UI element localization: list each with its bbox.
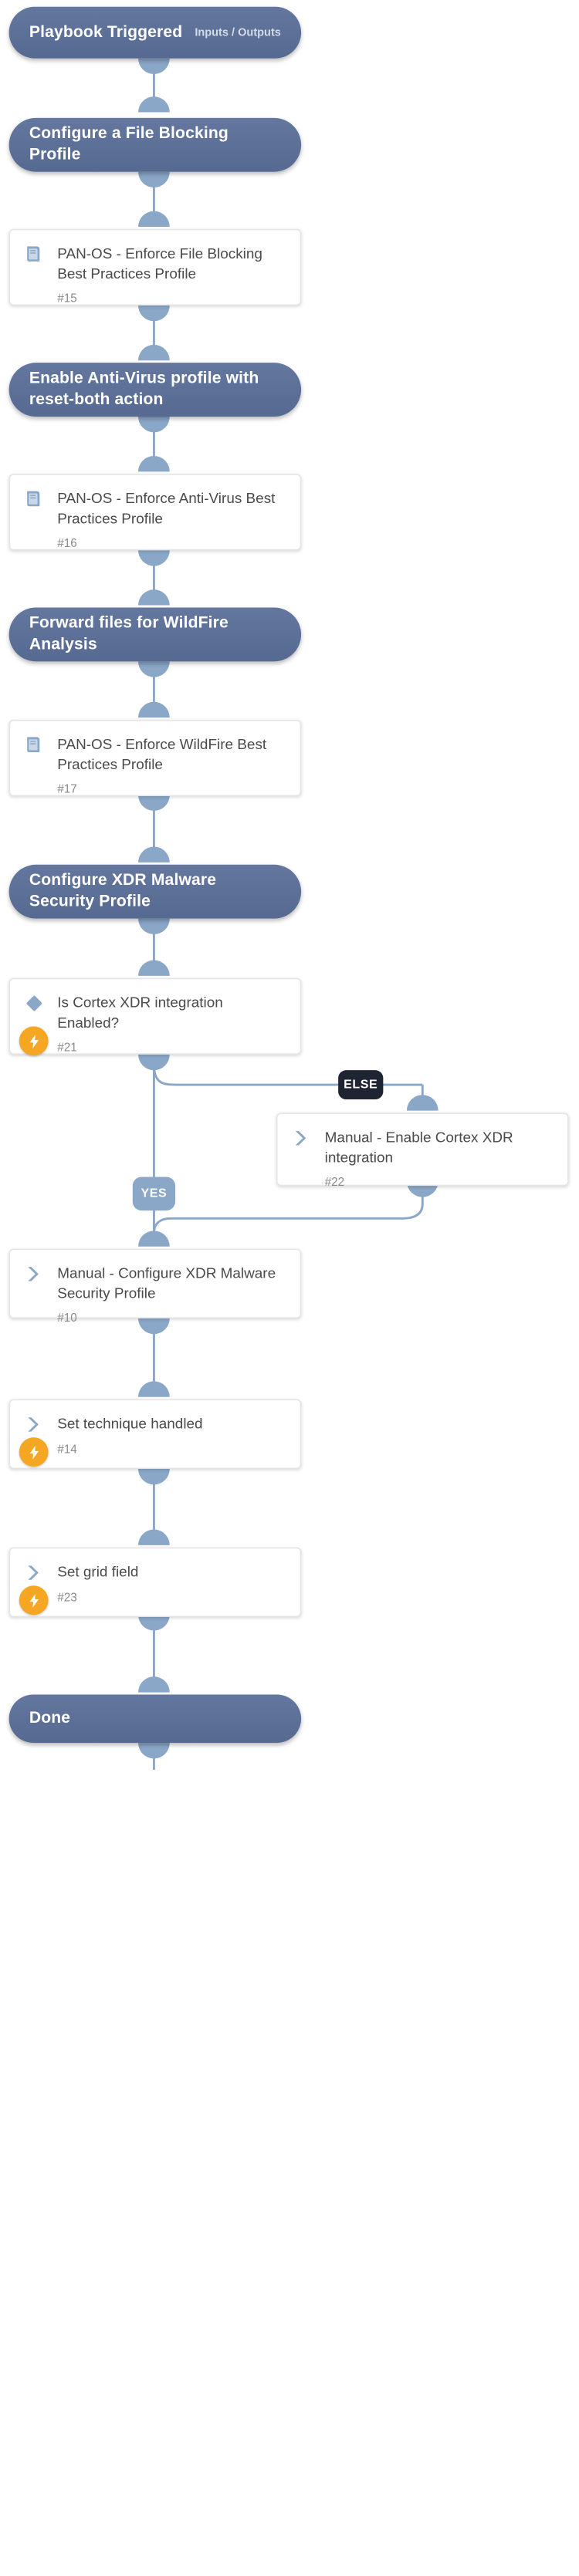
- chevron-double-right-icon: [291, 1126, 325, 1149]
- node-title: Is Cortex XDR integration Enabled?: [57, 994, 223, 1031]
- chevron-double-right-icon: [24, 1413, 58, 1435]
- node-title: Configure XDR Malware Security Profile: [29, 871, 217, 911]
- task-id: #15: [57, 292, 77, 306]
- task-id: #23: [57, 1591, 77, 1605]
- task-card-14[interactable]: Set technique handled #14: [8, 1399, 302, 1469]
- task-card-16[interactable]: PAN-OS - Enforce Anti-Virus Best Practic…: [8, 474, 302, 551]
- inputs-outputs-link[interactable]: Inputs / Outputs: [195, 26, 281, 39]
- node-title: Manual - Configure XDR Malware Security …: [57, 1264, 276, 1302]
- lightning-badge: [19, 1437, 49, 1467]
- node-title: Done: [29, 1709, 71, 1727]
- book-icon: [24, 242, 58, 265]
- lightning-badge: [19, 1026, 49, 1056]
- task-card-23[interactable]: Set grid field #23: [8, 1547, 302, 1618]
- node-title: Enable Anti-Virus profile with reset-bot…: [29, 369, 259, 409]
- task-id: #10: [57, 1312, 77, 1325]
- chevron-double-right-icon: [24, 1561, 58, 1583]
- node-playbook-triggered[interactable]: Playbook Triggered Inputs / Outputs: [8, 6, 302, 59]
- section-configure-file-blocking-profile[interactable]: Configure a File Blocking Profile: [8, 117, 302, 172]
- node-title: PAN-OS - Enforce WildFire Best Practices…: [57, 735, 267, 773]
- branch-label-else: ELSE: [338, 1070, 384, 1100]
- task-id: #22: [324, 1175, 345, 1190]
- book-icon: [24, 733, 58, 755]
- section-configure-xdr-malware-profile[interactable]: Configure XDR Malware Security Profile: [8, 864, 302, 919]
- node-title: Playbook Triggered: [29, 22, 183, 42]
- lightning-badge: [19, 1585, 49, 1615]
- branch-label-yes-text: YES: [141, 1187, 168, 1201]
- section-enable-antivirus-profile[interactable]: Enable Anti-Virus profile with reset-bot…: [8, 363, 302, 417]
- node-title: PAN-OS - Enforce File Blocking Best Prac…: [57, 245, 262, 282]
- node-title: Set grid field: [57, 1563, 139, 1581]
- section-forward-files-wildfire[interactable]: Forward files for WildFire Analysis: [8, 607, 302, 662]
- branch-label-yes: YES: [132, 1177, 176, 1211]
- book-icon: [24, 488, 58, 510]
- diamond-icon: [24, 991, 58, 1014]
- playbook-canvas: Playbook Triggered Inputs / Outputs Conf…: [8, 6, 569, 1771]
- node-title: PAN-OS - Enforce Anti-Virus Best Practic…: [57, 489, 276, 527]
- task-card-17[interactable]: PAN-OS - Enforce WildFire Best Practices…: [8, 720, 302, 797]
- task-card-10[interactable]: Manual - Configure XDR Malware Security …: [8, 1248, 302, 1325]
- branch-label-else-text: ELSE: [344, 1078, 378, 1092]
- task-card-15[interactable]: PAN-OS - Enforce File Blocking Best Prac…: [8, 228, 302, 306]
- node-title: Configure a File Blocking Profile: [29, 124, 229, 164]
- node-title: Manual - Enable Cortex XDR integration: [324, 1128, 513, 1166]
- task-id: #21: [57, 1041, 77, 1055]
- node-done[interactable]: Done: [8, 1694, 302, 1744]
- task-card-22[interactable]: Manual - Enable Cortex XDR integration #…: [276, 1112, 569, 1190]
- task-id: #16: [57, 536, 77, 551]
- task-id: #14: [57, 1443, 77, 1457]
- node-title: Set technique handled: [57, 1415, 203, 1432]
- node-title: Forward files for WildFire Analysis: [29, 614, 229, 654]
- task-card-21-condition[interactable]: Is Cortex XDR integration Enabled? #21: [8, 977, 302, 1056]
- task-id: #17: [57, 782, 77, 797]
- chevron-double-right-icon: [24, 1262, 58, 1285]
